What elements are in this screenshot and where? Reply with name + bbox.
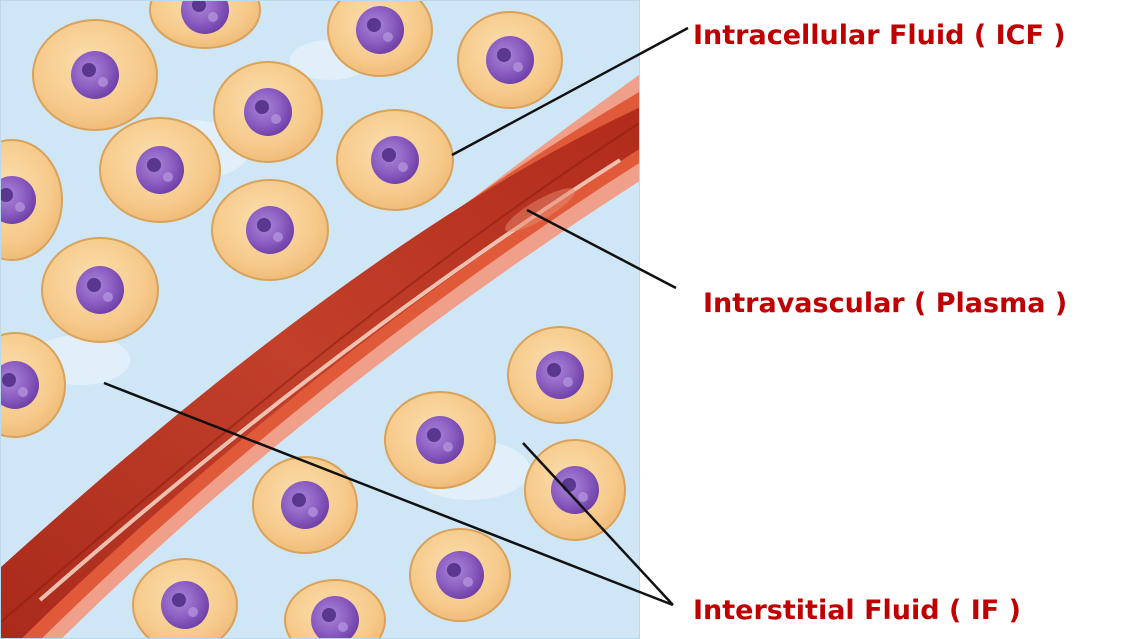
cell-icon	[133, 559, 237, 639]
nucleus-icon	[436, 551, 484, 599]
chromatin	[383, 32, 393, 42]
nucleolus	[147, 158, 161, 172]
cell-icon	[253, 457, 357, 553]
nucleus-icon	[136, 146, 184, 194]
chromatin	[398, 162, 408, 172]
nucleolus	[382, 148, 396, 162]
cell-icon	[212, 180, 328, 280]
nucleolus	[2, 373, 16, 387]
nucleolus	[87, 278, 101, 292]
chromatin	[308, 507, 318, 517]
nucleolus	[497, 48, 511, 62]
nucleolus	[322, 608, 336, 622]
cell-icon	[525, 440, 625, 540]
nucleolus	[562, 478, 576, 492]
nucleolus	[447, 563, 461, 577]
nucleolus	[82, 63, 96, 77]
chromatin	[15, 202, 25, 212]
nucleolus	[367, 18, 381, 32]
cell-icon	[33, 20, 157, 130]
nucleus-icon	[371, 136, 419, 184]
chromatin	[513, 62, 523, 72]
cell-icon	[100, 118, 220, 222]
nucleolus	[257, 218, 271, 232]
nucleus-icon	[244, 88, 292, 136]
nucleolus	[427, 428, 441, 442]
chromatin	[563, 377, 573, 387]
nucleus-icon	[486, 36, 534, 84]
cell-icon	[337, 110, 453, 210]
plasma-label: Intravascular ( Plasma )	[703, 288, 1067, 319]
chromatin	[163, 172, 173, 182]
nucleus-icon	[551, 466, 599, 514]
chromatin	[18, 387, 28, 397]
nucleus-icon	[356, 6, 404, 54]
nucleus-icon	[161, 581, 209, 629]
chromatin	[98, 77, 108, 87]
cell-icon	[410, 529, 510, 621]
chromatin	[208, 12, 218, 22]
nucleus-icon	[281, 481, 329, 529]
cell-icon	[508, 327, 612, 423]
chromatin	[188, 607, 198, 617]
nucleus-icon	[76, 266, 124, 314]
nucleolus	[255, 100, 269, 114]
cell-icon	[385, 392, 495, 488]
cell-icon	[458, 12, 562, 108]
chromatin	[103, 292, 113, 302]
nucleolus	[547, 363, 561, 377]
nucleus-icon	[246, 206, 294, 254]
nucleus-icon	[416, 416, 464, 464]
chromatin	[271, 114, 281, 124]
cell-icon	[214, 62, 322, 162]
interstitial-label: Interstitial Fluid ( IF )	[693, 595, 1021, 626]
cell-icon	[42, 238, 158, 342]
chromatin	[463, 577, 473, 587]
nucleolus	[172, 593, 186, 607]
chromatin	[273, 232, 283, 242]
chromatin	[578, 492, 588, 502]
nucleus-icon	[71, 51, 119, 99]
chromatin	[338, 622, 348, 632]
nucleus-icon	[536, 351, 584, 399]
icf-label: Intracellular Fluid ( ICF )	[693, 20, 1066, 51]
chromatin	[443, 442, 453, 452]
nucleolus	[292, 493, 306, 507]
